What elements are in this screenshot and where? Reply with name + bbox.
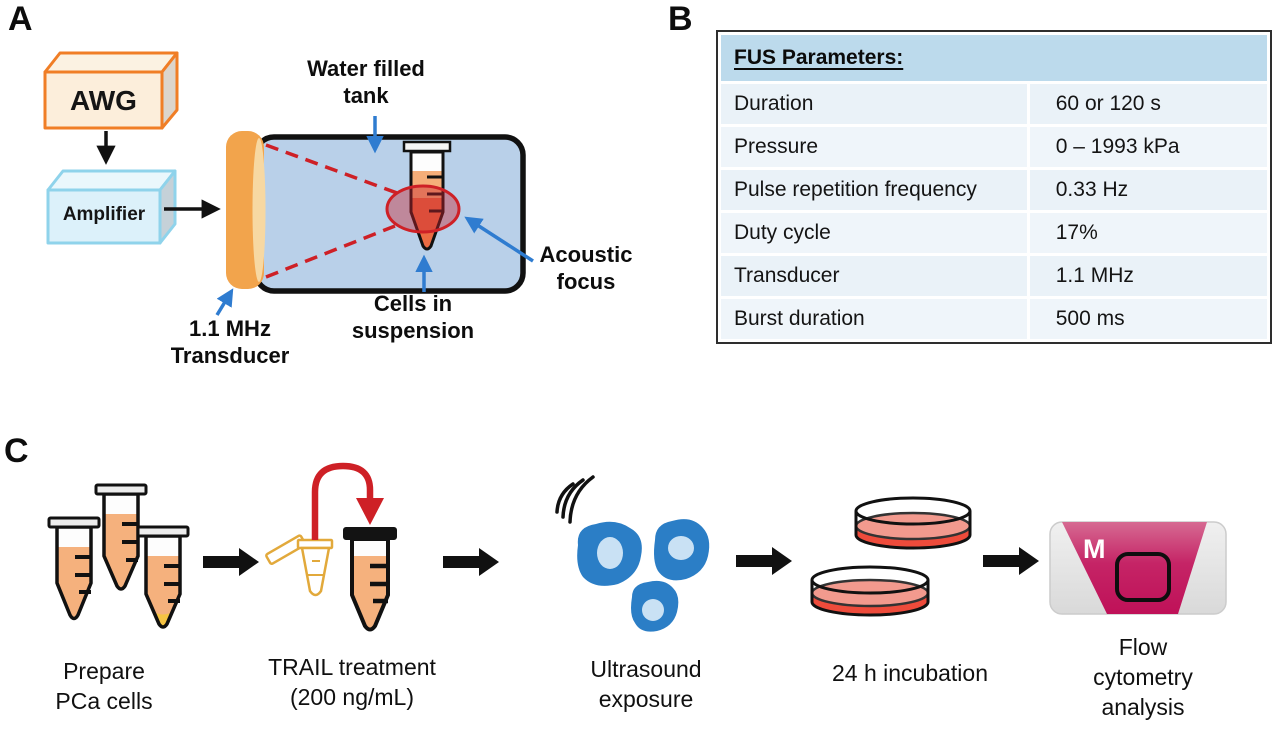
param-name: Duration bbox=[721, 84, 1027, 124]
table-row: Duty cycle 17% bbox=[721, 213, 1267, 253]
step-caption-incubation: 24 h incubation bbox=[831, 660, 988, 686]
step-arrow bbox=[736, 547, 792, 575]
step-caption-flow-cytometry: Flow cytometry analysis bbox=[1093, 634, 1193, 720]
param-value: 1.1 MHz bbox=[1029, 256, 1267, 296]
step-arrow bbox=[983, 547, 1039, 575]
transducer-icon bbox=[226, 131, 266, 289]
step-caption-ultrasound-exposure: Ultrasound exposure bbox=[590, 656, 702, 712]
param-name: Burst duration bbox=[721, 299, 1027, 339]
step-caption-trail-treatment: TRAIL treatment (200 ng/mL) bbox=[268, 654, 436, 710]
table-row: Pressure 0 – 1993 kPa bbox=[721, 127, 1267, 167]
conical-tube bbox=[47, 516, 101, 621]
transducer-label: 1.1 MHz Transducer bbox=[170, 316, 290, 368]
conical-tube bbox=[94, 483, 148, 591]
param-value: 500 ms bbox=[1029, 299, 1267, 339]
table-row: Burst duration 500 ms bbox=[721, 299, 1267, 339]
panel-b-label: B bbox=[668, 0, 693, 38]
cytometer-letter: M bbox=[1083, 534, 1106, 564]
table-row: Duration 60 or 120 s bbox=[721, 84, 1267, 124]
panel-a-label: A bbox=[8, 0, 33, 38]
param-name: Duty cycle bbox=[721, 213, 1027, 253]
cells-in-suspension-label: Cells in suspension bbox=[351, 291, 475, 343]
step-arrow bbox=[443, 548, 499, 576]
petri-dish-icon bbox=[810, 565, 930, 617]
param-name: Pulse repetition frequency bbox=[721, 170, 1027, 210]
cytometer-window bbox=[1115, 552, 1171, 602]
amplifier-box-icon bbox=[46, 169, 177, 245]
transfer-arrow-icon bbox=[311, 462, 384, 540]
param-value: 0 – 1993 kPa bbox=[1029, 127, 1267, 167]
water-tank-label: Water filled tank bbox=[307, 56, 425, 108]
acoustic-focus-label: Acoustic focus bbox=[539, 242, 633, 294]
param-value: 17% bbox=[1029, 213, 1267, 253]
petri-dishes-icon bbox=[810, 496, 972, 617]
acoustic-focus-ellipse bbox=[385, 184, 461, 234]
cell-icon bbox=[577, 521, 642, 586]
conical-tubes-icon bbox=[47, 483, 190, 629]
transducer-pointer-arrow bbox=[215, 288, 234, 316]
focus-pointer-arrow bbox=[464, 216, 534, 263]
table-row: Pulse repetition frequency 0.33 Hz bbox=[721, 170, 1267, 210]
sonicated-cells-icon bbox=[555, 475, 710, 632]
awg-box-label: AWG bbox=[70, 85, 137, 116]
microtube-pipetting-icon bbox=[265, 462, 397, 632]
table-title: FUS Parameters: bbox=[734, 46, 904, 69]
table-row: Transducer 1.1 MHz bbox=[721, 256, 1267, 296]
panel-a-schematic bbox=[43, 51, 534, 316]
sound-waves-icon bbox=[555, 475, 595, 524]
cell-icon bbox=[654, 519, 710, 581]
annotation-arrows bbox=[215, 116, 534, 316]
petri-dish-icon bbox=[854, 496, 972, 550]
param-name: Pressure bbox=[721, 127, 1027, 167]
beam-dashed-lines bbox=[265, 143, 398, 279]
table-header: FUS Parameters: bbox=[721, 35, 1267, 81]
fus-parameters-table: FUS Parameters: Duration 60 or 120 s Pre… bbox=[716, 30, 1272, 344]
param-value: 0.33 Hz bbox=[1029, 170, 1267, 210]
step-caption-prepare-cells: Prepare PCa cells bbox=[55, 658, 153, 714]
flow-cytometer-icon: M bbox=[1049, 521, 1227, 615]
param-name: Transducer bbox=[721, 256, 1027, 296]
awg-box-icon bbox=[43, 51, 179, 130]
panel-c-label: C bbox=[4, 432, 29, 470]
microtube-icon bbox=[265, 534, 334, 597]
param-value: 60 or 120 s bbox=[1029, 84, 1267, 124]
amplifier-box-label: Amplifier bbox=[62, 204, 146, 225]
step-arrow bbox=[203, 548, 259, 576]
conical-tube bbox=[343, 527, 397, 632]
cell-icon bbox=[631, 580, 679, 632]
conical-tube bbox=[136, 525, 190, 629]
